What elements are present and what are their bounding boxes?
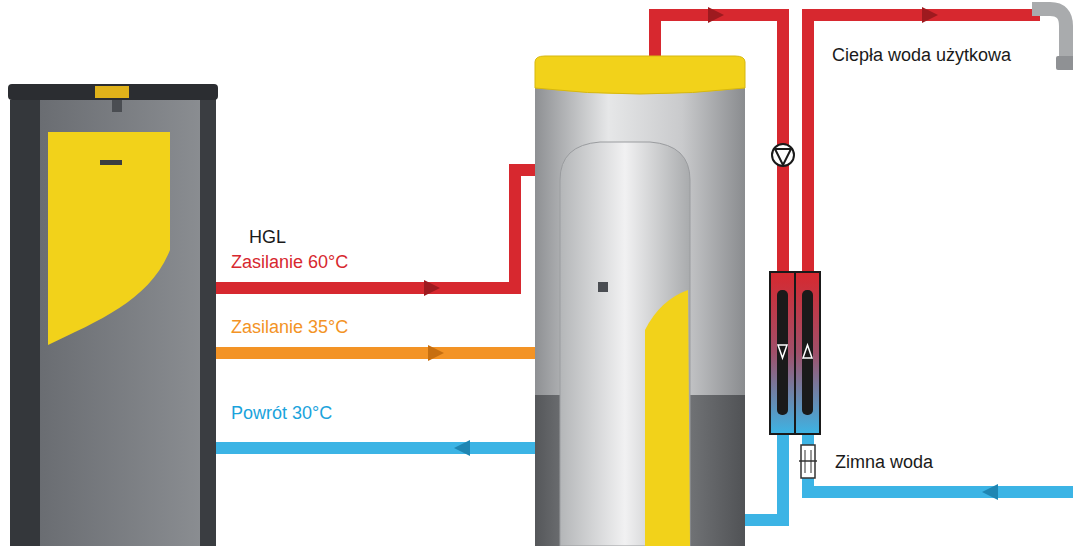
tank-lid <box>535 56 745 94</box>
cold-water-pipe <box>808 478 1073 492</box>
tap-spout <box>1032 9 1066 56</box>
hot-water-pipe <box>808 15 1040 272</box>
exchanger-arrow <box>803 345 812 358</box>
flow-arrow <box>922 7 938 23</box>
flow-arrow <box>424 280 440 296</box>
heat-pump-control <box>95 86 129 98</box>
outlet-label: Ciepła woda użytkowa <box>832 44 1011 66</box>
return-pipe <box>216 442 540 454</box>
heat-pump-front <box>40 95 216 546</box>
flow-arrow <box>982 484 998 500</box>
tank-stripe <box>645 290 690 546</box>
heat-pump-display <box>112 100 122 112</box>
heat-pump-logo <box>100 160 122 165</box>
storage-tank <box>535 56 745 546</box>
pump-triangle <box>775 149 791 165</box>
inlet-label: Zimna woda <box>835 451 933 473</box>
pipe-label: Zasilanie 35°C <box>231 316 348 338</box>
tank-body <box>535 75 745 546</box>
flow-arrow <box>708 7 724 23</box>
label-text: Zasilanie 35°C <box>231 317 348 337</box>
heat-exchanger <box>770 272 820 434</box>
check-valve <box>799 445 817 478</box>
tap-outlet <box>1056 56 1073 70</box>
label-text: Zasilanie 60°C <box>231 252 348 272</box>
label-text: Zimna woda <box>835 452 933 472</box>
supply-pipe-60 <box>216 170 540 288</box>
heat-pump-top <box>8 84 218 100</box>
valve-line <box>799 460 817 462</box>
supply-pipe-35 <box>216 347 540 359</box>
tank-return-pipe <box>745 434 783 520</box>
heat-pump-edge <box>200 95 216 546</box>
label-text: Powrót 30°C <box>231 403 332 423</box>
heat-pump-side <box>10 95 45 546</box>
exchanger-body <box>770 272 820 434</box>
heat-pump-panel <box>48 132 170 345</box>
pipe-label: Powrót 30°C <box>231 402 332 424</box>
pipe-label: Zasilanie 60°C <box>231 251 348 273</box>
flow-arrow <box>454 440 470 456</box>
exchanger-slot <box>802 290 813 415</box>
water-tap <box>1032 9 1073 70</box>
flow-arrow <box>428 345 444 361</box>
tank-logo <box>598 282 608 292</box>
device-label: HGL <box>249 226 286 248</box>
label-text: Ciepła woda użytkowa <box>832 45 1011 65</box>
exchanger-arrow <box>778 345 787 358</box>
cold-water-pipe <box>802 434 814 445</box>
pump-symbol <box>772 144 794 166</box>
heat-pump <box>8 84 218 546</box>
tank-panel <box>560 142 690 546</box>
exchanger-slot <box>777 290 788 415</box>
label-text: HGL <box>249 227 286 247</box>
exchanger-divider <box>794 272 796 434</box>
pump-circle <box>772 144 794 166</box>
